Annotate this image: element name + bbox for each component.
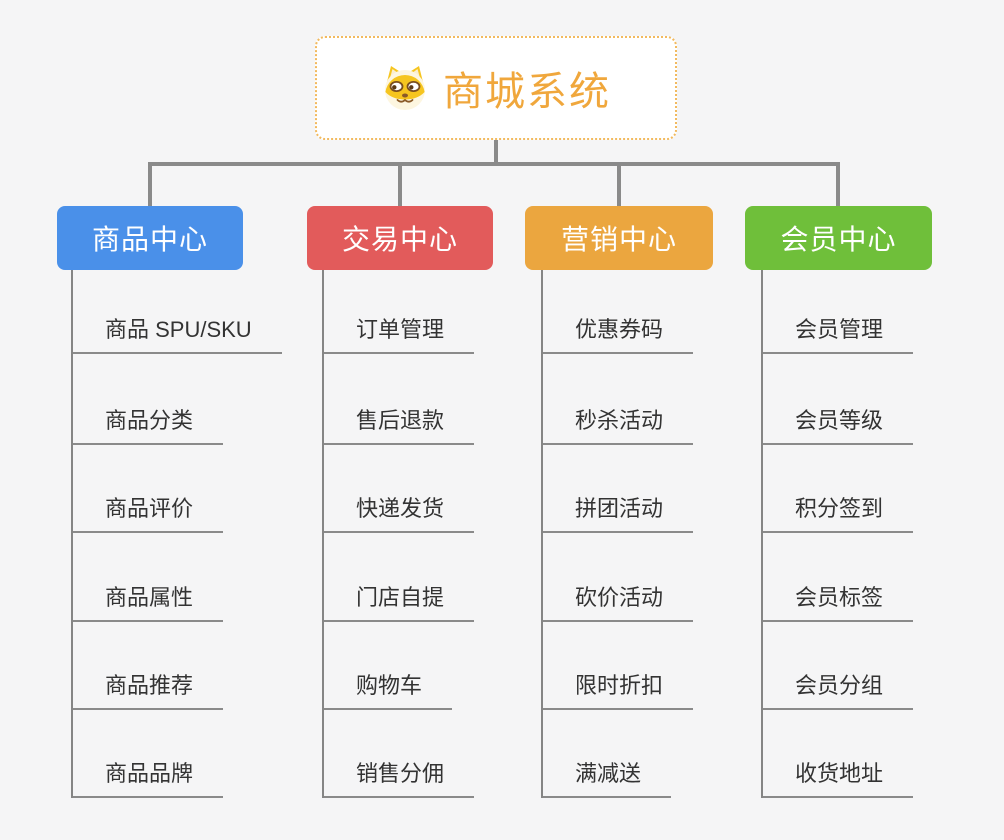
branch-node-trade-center[interactable]: 交易中心 — [307, 206, 493, 270]
branch-label: 营销中心 — [560, 224, 677, 255]
leaf-node[interactable]: 购物车 — [324, 668, 453, 710]
leaf-node[interactable]: 秒杀活动 — [543, 403, 694, 445]
leaf-node[interactable]: 拼团活动 — [543, 491, 694, 533]
leaf-node[interactable]: 售后退款 — [324, 403, 475, 445]
leaf-node[interactable]: 门店自提 — [324, 580, 475, 622]
dog-face-icon — [385, 66, 425, 110]
leaf-node[interactable]: 限时折扣 — [543, 668, 694, 710]
leaf-node[interactable]: 销售分佣 — [324, 756, 475, 798]
leaf-node[interactable]: 商品评价 — [73, 491, 224, 533]
leaf-node[interactable]: 商品品牌 — [73, 756, 224, 798]
branch-node-member-center[interactable]: 会员中心 — [745, 206, 932, 270]
leaf-node[interactable]: 满减送 — [543, 756, 672, 798]
leaf-node[interactable]: 订单管理 — [324, 312, 475, 354]
leaf-node[interactable]: 会员分组 — [763, 668, 914, 710]
branch-children-marketing-center: 优惠券码 秒杀活动 拼团活动 砍价活动 限时折扣 满减送 — [541, 270, 694, 798]
leaf-node[interactable]: 会员标签 — [763, 580, 914, 622]
leaf-node[interactable]: 优惠券码 — [543, 312, 694, 354]
leaf-node[interactable]: 砍价活动 — [543, 580, 694, 622]
branch-label: 商品中心 — [91, 224, 208, 255]
branch-label: 交易中心 — [341, 224, 458, 255]
branch-children-product-center: 商品 SPU/SKU 商品分类 商品评价 商品属性 商品推荐 商品品牌 — [71, 270, 282, 798]
root-node-title: 商城系统 — [443, 70, 611, 114]
leaf-node[interactable]: 会员管理 — [763, 312, 914, 354]
leaf-node[interactable]: 会员等级 — [763, 403, 914, 445]
leaf-node[interactable]: 积分签到 — [763, 491, 914, 533]
root-node[interactable]: 商城系统 — [315, 36, 677, 140]
branch-node-product-center[interactable]: 商品中心 — [57, 206, 243, 270]
leaf-node[interactable]: 商品属性 — [73, 580, 224, 622]
branch-node-marketing-center[interactable]: 营销中心 — [525, 206, 713, 270]
leaf-node[interactable]: 商品分类 — [73, 403, 224, 445]
branch-label: 会员中心 — [780, 224, 897, 255]
leaf-node[interactable]: 快递发货 — [324, 491, 475, 533]
leaf-node[interactable]: 商品推荐 — [73, 668, 224, 710]
leaf-node[interactable]: 收货地址 — [763, 756, 914, 798]
branch-children-trade-center: 订单管理 售后退款 快递发货 门店自提 购物车 销售分佣 — [322, 270, 475, 798]
leaf-node[interactable]: 商品 SPU/SKU — [73, 312, 282, 354]
branch-children-member-center: 会员管理 会员等级 积分签到 会员标签 会员分组 收货地址 — [761, 270, 914, 798]
